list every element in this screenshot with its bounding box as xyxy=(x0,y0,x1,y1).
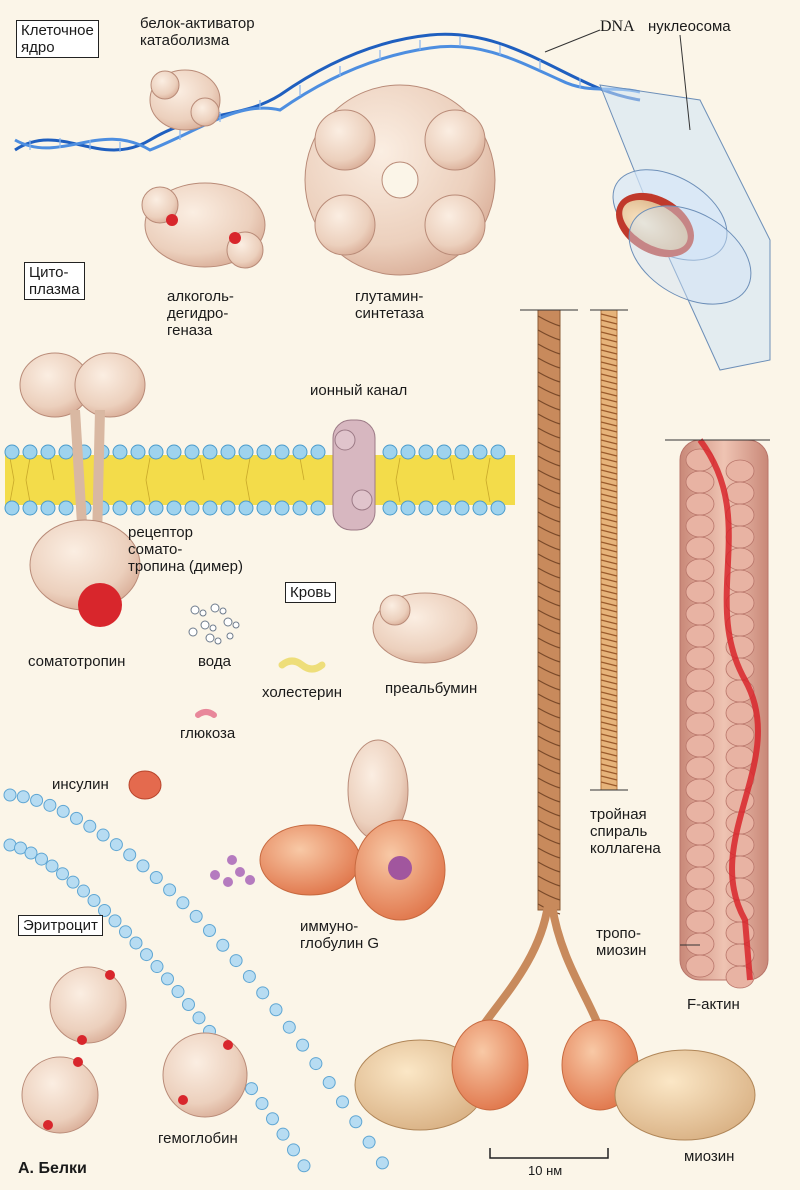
label-somatotropin-receptor: рецептор сомато- тропина (димер) xyxy=(128,524,243,575)
label-catabolism-activator: белок-активатор катаболизма xyxy=(140,15,255,49)
label-water: вода xyxy=(198,653,231,670)
catabolism-activator-protein xyxy=(149,69,221,131)
glutamine-synthetase-protein xyxy=(304,84,496,276)
label-nucleosome: нуклеосома xyxy=(648,18,731,35)
alcohol-dehydrogenase-protein xyxy=(141,182,266,269)
glycan-chain xyxy=(210,855,255,887)
scale-bar xyxy=(489,1148,609,1159)
label-somatotropin: соматотропин xyxy=(28,653,126,670)
label-immunoglobulin: иммуно- глобулин G xyxy=(300,918,380,952)
myosin-heads xyxy=(354,1019,756,1141)
tropomyosin-strand xyxy=(697,438,761,981)
label-insulin: инсулин xyxy=(52,776,109,793)
erythrocyte-membrane xyxy=(3,788,389,1173)
prealbumin-protein xyxy=(372,592,478,664)
immunoglobulin-g xyxy=(259,739,446,921)
label-tropomyosin: тропо- миозин xyxy=(596,925,647,959)
cell-membrane xyxy=(4,444,515,516)
label-f-actin: F-актин xyxy=(687,996,740,1013)
scale-bar-label: 10 нм xyxy=(528,1163,563,1178)
label-collagen: тройная спираль коллагена xyxy=(590,806,661,857)
somatotropin-receptor xyxy=(19,352,146,627)
label-prealbumin: преальбумин xyxy=(385,680,478,697)
nucleosome xyxy=(599,34,771,371)
label-myosin: миозин xyxy=(684,1148,735,1165)
label-nucleus: Клеточное ядро xyxy=(16,20,99,58)
label-blood: Кровь xyxy=(285,582,337,603)
label-cytoplasm: Цито- плазма xyxy=(24,262,85,300)
label-alcohol-dehydrogenase: алкоголь- дегидро- геназа xyxy=(167,288,234,339)
glucose-molecule xyxy=(195,709,217,718)
label-glucose: глюкоза xyxy=(180,725,236,742)
label-erythrocyte: Эритроцит xyxy=(18,915,103,936)
dna-leader-line xyxy=(544,29,601,53)
cholesterol-molecule xyxy=(278,657,326,673)
myosin-coiled-tail xyxy=(476,309,604,1033)
insulin-protein xyxy=(128,770,162,800)
label-ion-channel: ионный канал xyxy=(310,382,408,399)
water-molecules xyxy=(188,603,240,645)
hemoglobin-proteins xyxy=(21,966,248,1134)
label-hemoglobin: гемоглобин xyxy=(158,1130,238,1147)
figure-title: A. Белки xyxy=(18,1160,87,1177)
ion-channel xyxy=(332,419,376,531)
label-cholesterol: холестерин xyxy=(262,684,342,701)
dna-helix xyxy=(14,32,641,152)
label-dna: DNA xyxy=(600,18,635,35)
collagen-triple-helix xyxy=(590,309,628,791)
f-actin-filament xyxy=(665,438,770,989)
label-glutamine-synthetase: глутамин- синтетаза xyxy=(355,288,424,322)
